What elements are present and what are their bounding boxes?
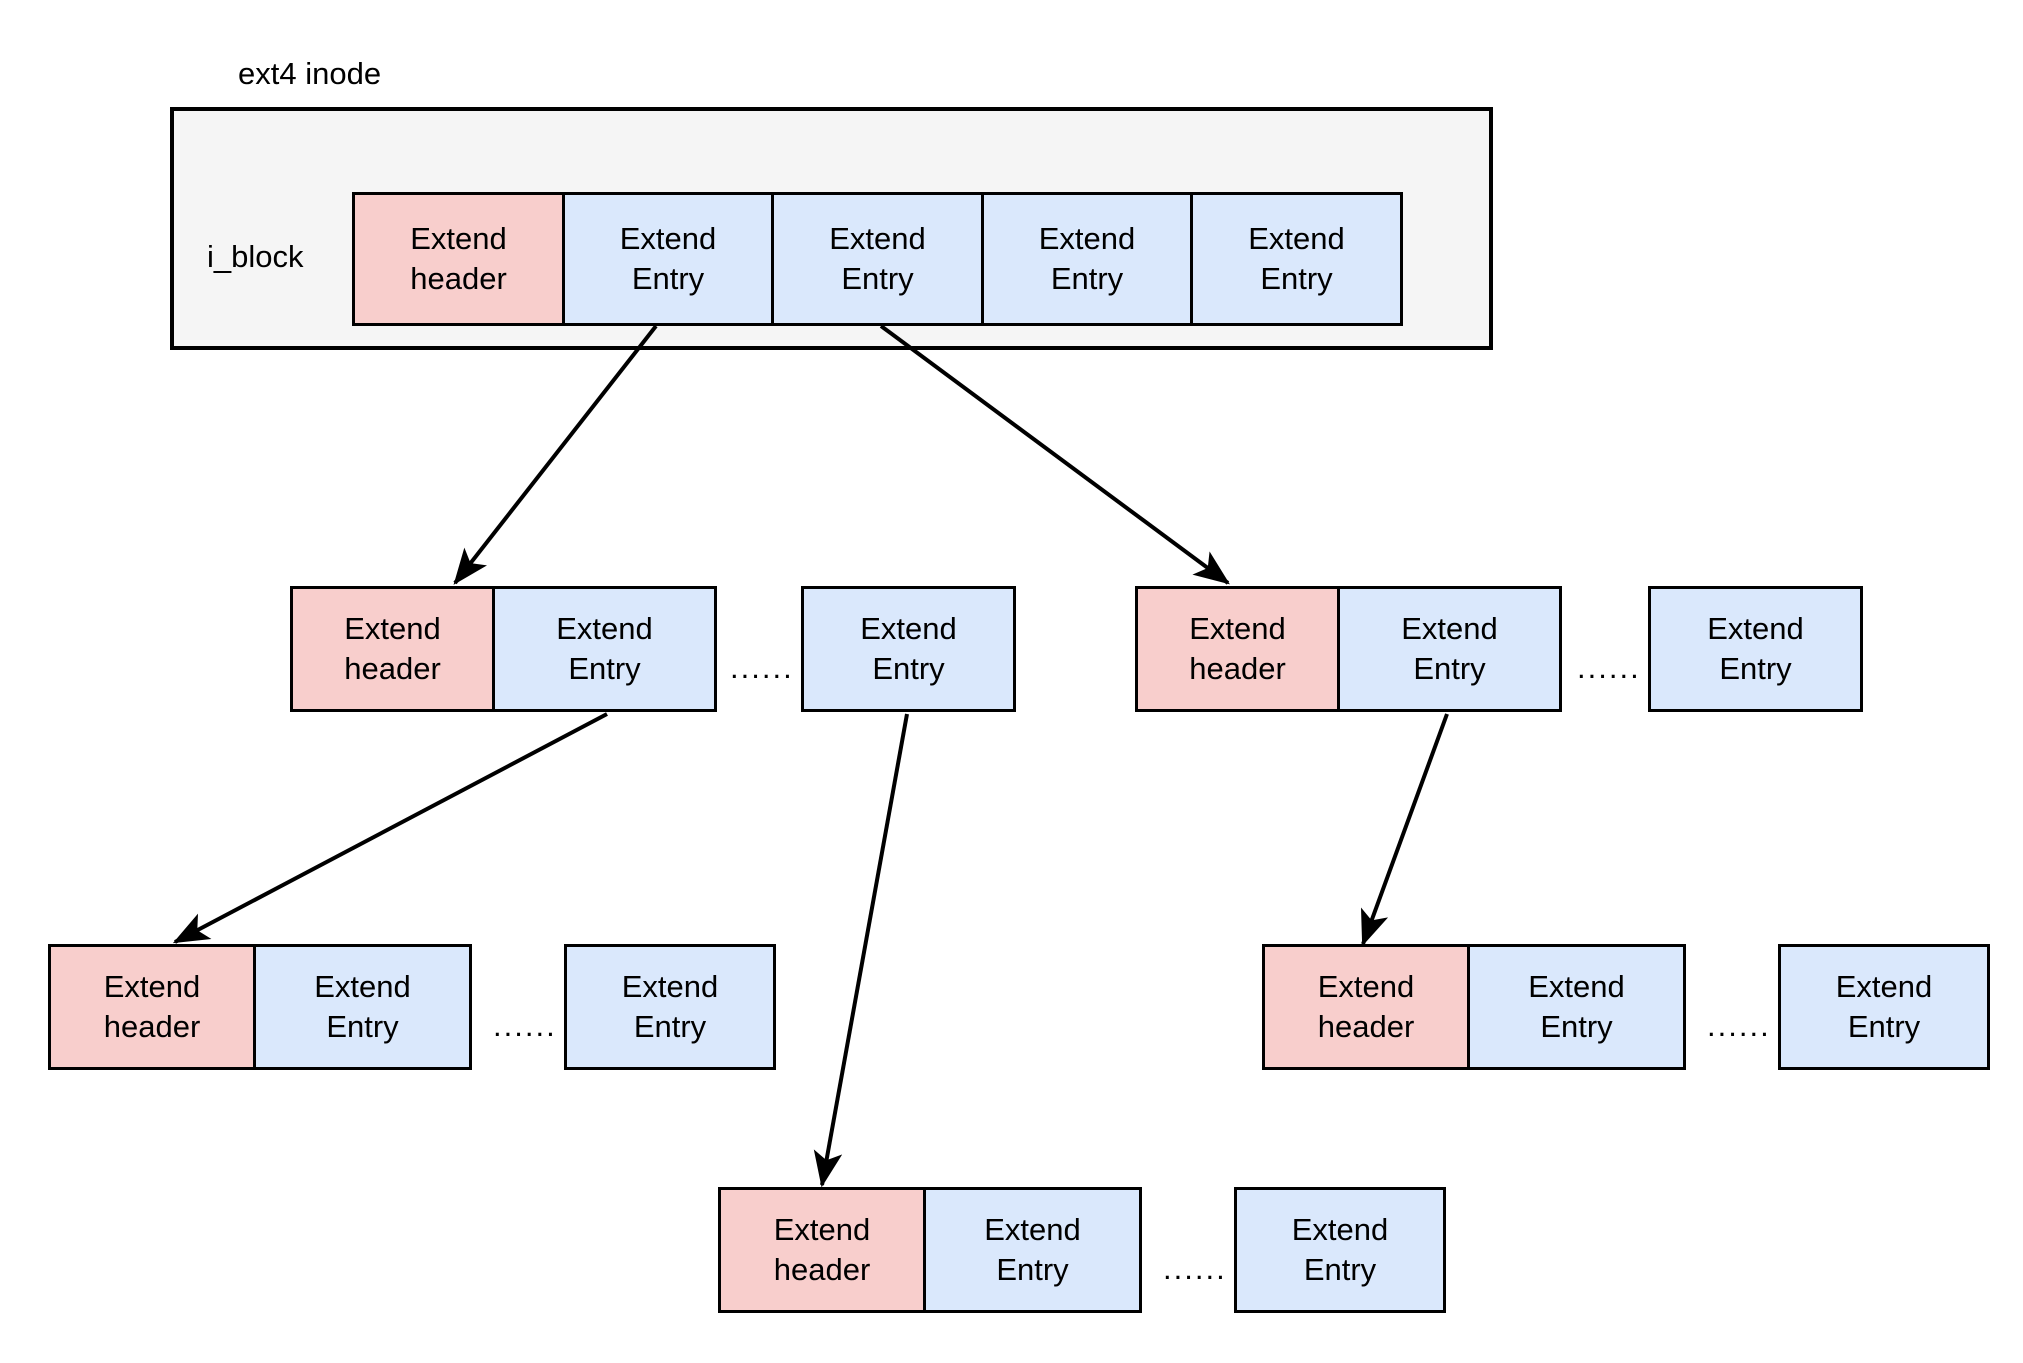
level1b-extent-entry-last[interactable]: Extend Entry <box>1648 586 1863 712</box>
arrow-level1a-tail-entry-to-level3-block <box>813 713 909 1188</box>
inode-extent-entry-3[interactable]: Extend Entry <box>984 192 1193 326</box>
i-block-label: i_block <box>207 239 304 274</box>
level1a-extent-header[interactable]: Extend header <box>290 586 495 712</box>
level1a-ellipsis: ...... <box>730 650 794 685</box>
inode-extent-header[interactable]: Extend header <box>352 192 565 326</box>
level3-extent-header[interactable]: Extend header <box>718 1187 926 1313</box>
level3-extent-entry-first[interactable]: Extend Entry <box>926 1187 1142 1313</box>
inode-extent-entry-1[interactable]: Extend Entry <box>565 192 774 326</box>
level2b-extent-entry-last[interactable]: Extend Entry <box>1778 944 1990 1070</box>
level2a-extent-header[interactable]: Extend header <box>48 944 256 1070</box>
arrow-inode-entry2-to-level1-block-b <box>879 324 1230 585</box>
level1b-ellipsis: ...... <box>1577 650 1641 685</box>
level2b-ellipsis: ...... <box>1707 1008 1771 1043</box>
level2a-extent-entry-last[interactable]: Extend Entry <box>564 944 776 1070</box>
inode-extent-entry-4[interactable]: Extend Entry <box>1193 192 1403 326</box>
level2b-extent-entry-first[interactable]: Extend Entry <box>1470 944 1686 1070</box>
inode-extent-entry-2[interactable]: Extend Entry <box>774 192 984 326</box>
level2a-extent-entry-first[interactable]: Extend Entry <box>256 944 472 1070</box>
arrow-level1a-entry-to-level2-block-a <box>172 712 608 944</box>
level1b-extent-entry-first[interactable]: Extend Entry <box>1340 586 1562 712</box>
level2a-ellipsis: ...... <box>493 1008 557 1043</box>
level1a-extent-entry-first[interactable]: Extend Entry <box>495 586 717 712</box>
inode-title-label: ext4 inode <box>238 56 382 91</box>
level3-extent-entry-last[interactable]: Extend Entry <box>1234 1187 1446 1313</box>
arrow-inode-entry1-to-level1-block-a <box>453 324 658 585</box>
level2b-extent-header[interactable]: Extend header <box>1262 944 1470 1070</box>
level3-ellipsis: ...... <box>1163 1251 1227 1286</box>
level1b-extent-header[interactable]: Extend header <box>1135 586 1340 712</box>
level1a-extent-entry-last[interactable]: Extend Entry <box>801 586 1016 712</box>
arrow-level1b-entry-to-level2-block-b <box>1361 713 1449 947</box>
